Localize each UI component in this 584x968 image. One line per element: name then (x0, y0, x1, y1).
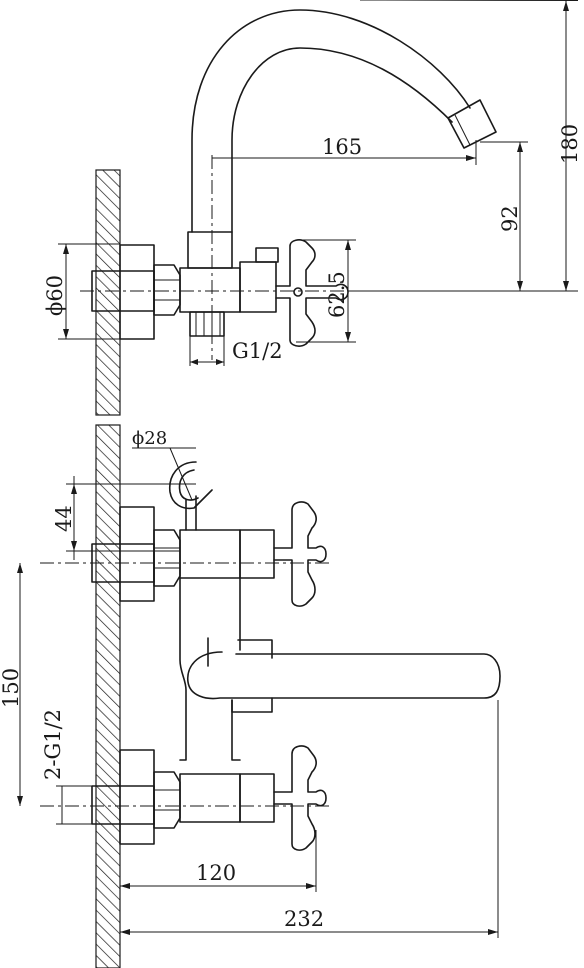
upper-cross-handle (273, 501, 327, 607)
mixer-body (179, 577, 241, 761)
upper-flange (119, 506, 155, 602)
top-spout-tip (447, 99, 497, 149)
top-valve-body (187, 231, 233, 269)
lower-flange (119, 749, 155, 845)
lower-cross-handle (273, 745, 327, 851)
top-view: 165 180 92 62.5 ϕ60 G1/2 (43, 0, 582, 416)
dim-holder-diameter: ϕ28 (132, 428, 167, 449)
bottom-view: ϕ28 44 150 2-G1/2 120 232 (0, 424, 501, 968)
top-hex-nut (153, 264, 181, 316)
top-spout (191, 9, 471, 233)
dim-top-thread: G1/2 (232, 339, 283, 363)
lower-hex-nut (153, 771, 181, 829)
bottom-spout (187, 651, 501, 700)
dim-bottom-spout-reach: 232 (284, 907, 324, 931)
dim-bottom-center-distance: 150 (0, 668, 23, 708)
dim-top-handle-offset: 62.5 (325, 271, 349, 318)
dim-holder-offset: 44 (52, 505, 76, 532)
top-connector (179, 267, 241, 313)
upper-valve-body (179, 529, 241, 579)
wall-section-top (95, 169, 121, 416)
dim-bottom-handle-reach: 120 (196, 861, 236, 885)
dim-top-spout-reach: 165 (322, 135, 362, 159)
dim-top-total-height: 180 (558, 124, 582, 164)
top-outlet-thread (189, 311, 225, 337)
top-flange (119, 244, 155, 340)
wall-section-bottom (95, 424, 121, 968)
upper-hex-nut (153, 529, 181, 587)
dim-bottom-thread: 2-G1/2 (41, 709, 65, 780)
hand-shower-holder (169, 461, 213, 510)
dim-top-spout-height: 92 (498, 205, 522, 232)
dim-top-flange-diameter: ϕ60 (43, 275, 67, 316)
lower-valve-body (179, 773, 241, 823)
